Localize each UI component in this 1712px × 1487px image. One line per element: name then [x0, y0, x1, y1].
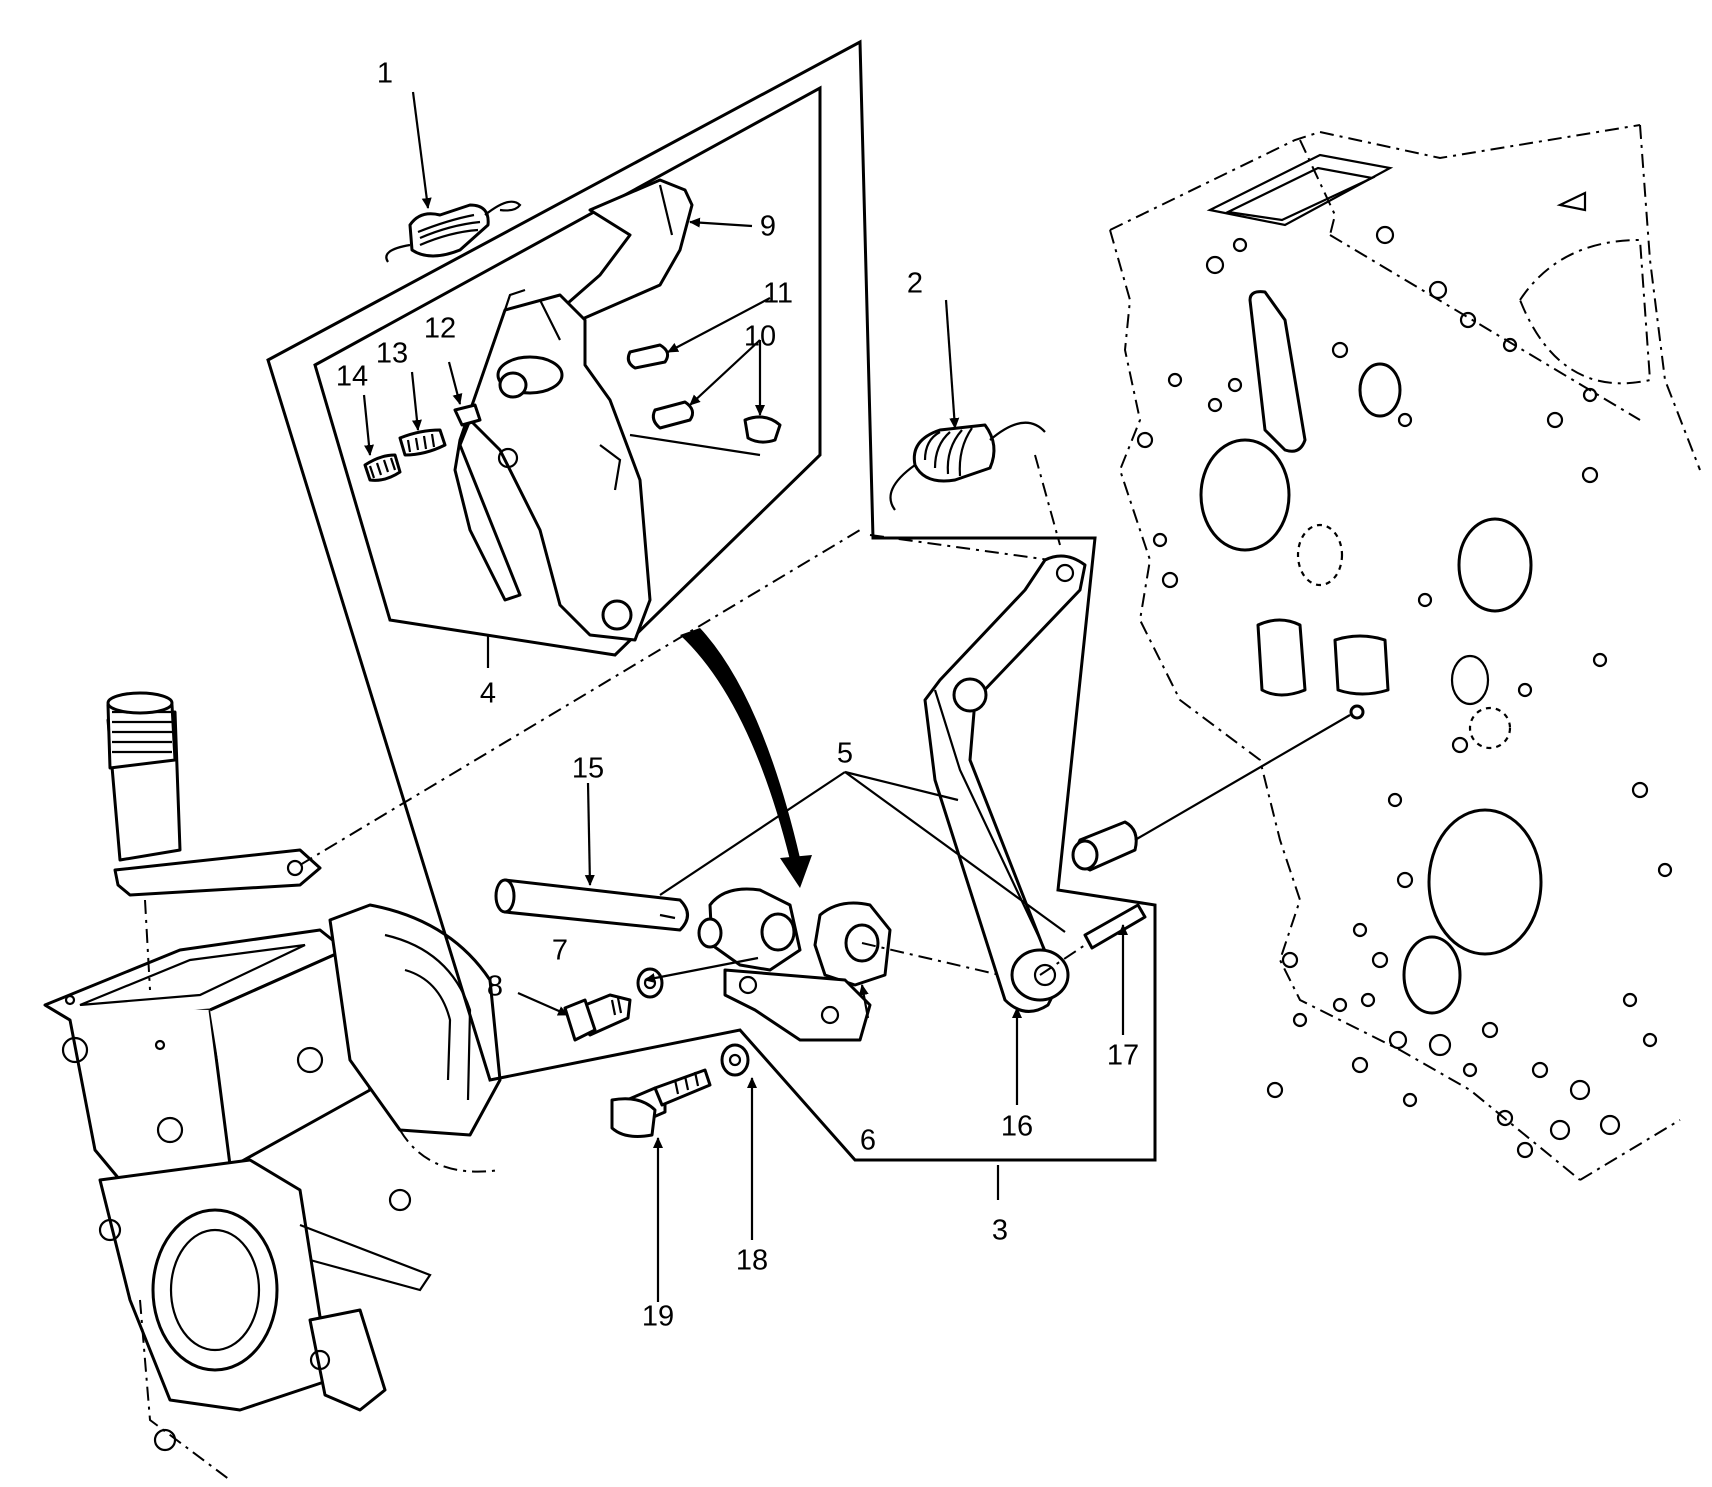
- callout-19[interactable]: 19: [642, 1301, 674, 1333]
- bolt-and-washer-7-8: [563, 917, 723, 1042]
- callout-11[interactable]: 11: [763, 278, 793, 310]
- lever-body-part-4: [453, 288, 652, 642]
- callout-labels: 1 2 3 4 5 6 7 8 9 10 11 12 13 14 15 16 1…: [336, 58, 1139, 1333]
- small-parts-10-14: [363, 343, 782, 482]
- bolt-and-washer-18-19: [610, 1043, 750, 1138]
- lever-subassembly-frame: [313, 85, 822, 657]
- engine-block: [1109, 124, 1701, 1181]
- callout-5[interactable]: 5: [837, 738, 853, 770]
- callout-14[interactable]: 14: [336, 361, 368, 393]
- assembly-frame: [266, 39, 1157, 1162]
- front-housing: [43, 903, 502, 1481]
- callout-3[interactable]: 3: [992, 1215, 1008, 1247]
- callout-13[interactable]: 13: [376, 338, 408, 370]
- bushing-and-pin: [1039, 704, 1365, 976]
- callout-16[interactable]: 16: [1001, 1111, 1033, 1143]
- callout-12[interactable]: 12: [424, 313, 456, 345]
- callout-18[interactable]: 18: [736, 1245, 768, 1277]
- callout-4[interactable]: 4: [480, 678, 496, 710]
- lever-arm-part-5: [923, 554, 1087, 1013]
- callout-17[interactable]: 17: [1107, 1040, 1139, 1072]
- callout-10[interactable]: 10: [744, 321, 776, 353]
- spring-part-1: [385, 200, 522, 263]
- callout-15[interactable]: 15: [572, 753, 604, 785]
- block-bolt-holes: [1136, 225, 1673, 1159]
- callout-9[interactable]: 9: [760, 211, 776, 243]
- callout-1[interactable]: 1: [377, 58, 393, 90]
- callout-8[interactable]: 8: [487, 971, 503, 1003]
- callout-7[interactable]: 7: [552, 935, 568, 967]
- threaded-shaft-assembly: [106, 691, 322, 991]
- callout-6[interactable]: 6: [860, 1125, 876, 1157]
- spring-part-2: [889, 421, 1061, 546]
- lever-part-9: [558, 178, 694, 322]
- callout-leaders: [362, 91, 1128, 1302]
- assembly-direction-arrow[interactable]: [680, 628, 812, 888]
- bracket-part-6: [708, 887, 1001, 1042]
- callout-2[interactable]: 2: [907, 268, 923, 300]
- shaft-part-15: [494, 878, 689, 932]
